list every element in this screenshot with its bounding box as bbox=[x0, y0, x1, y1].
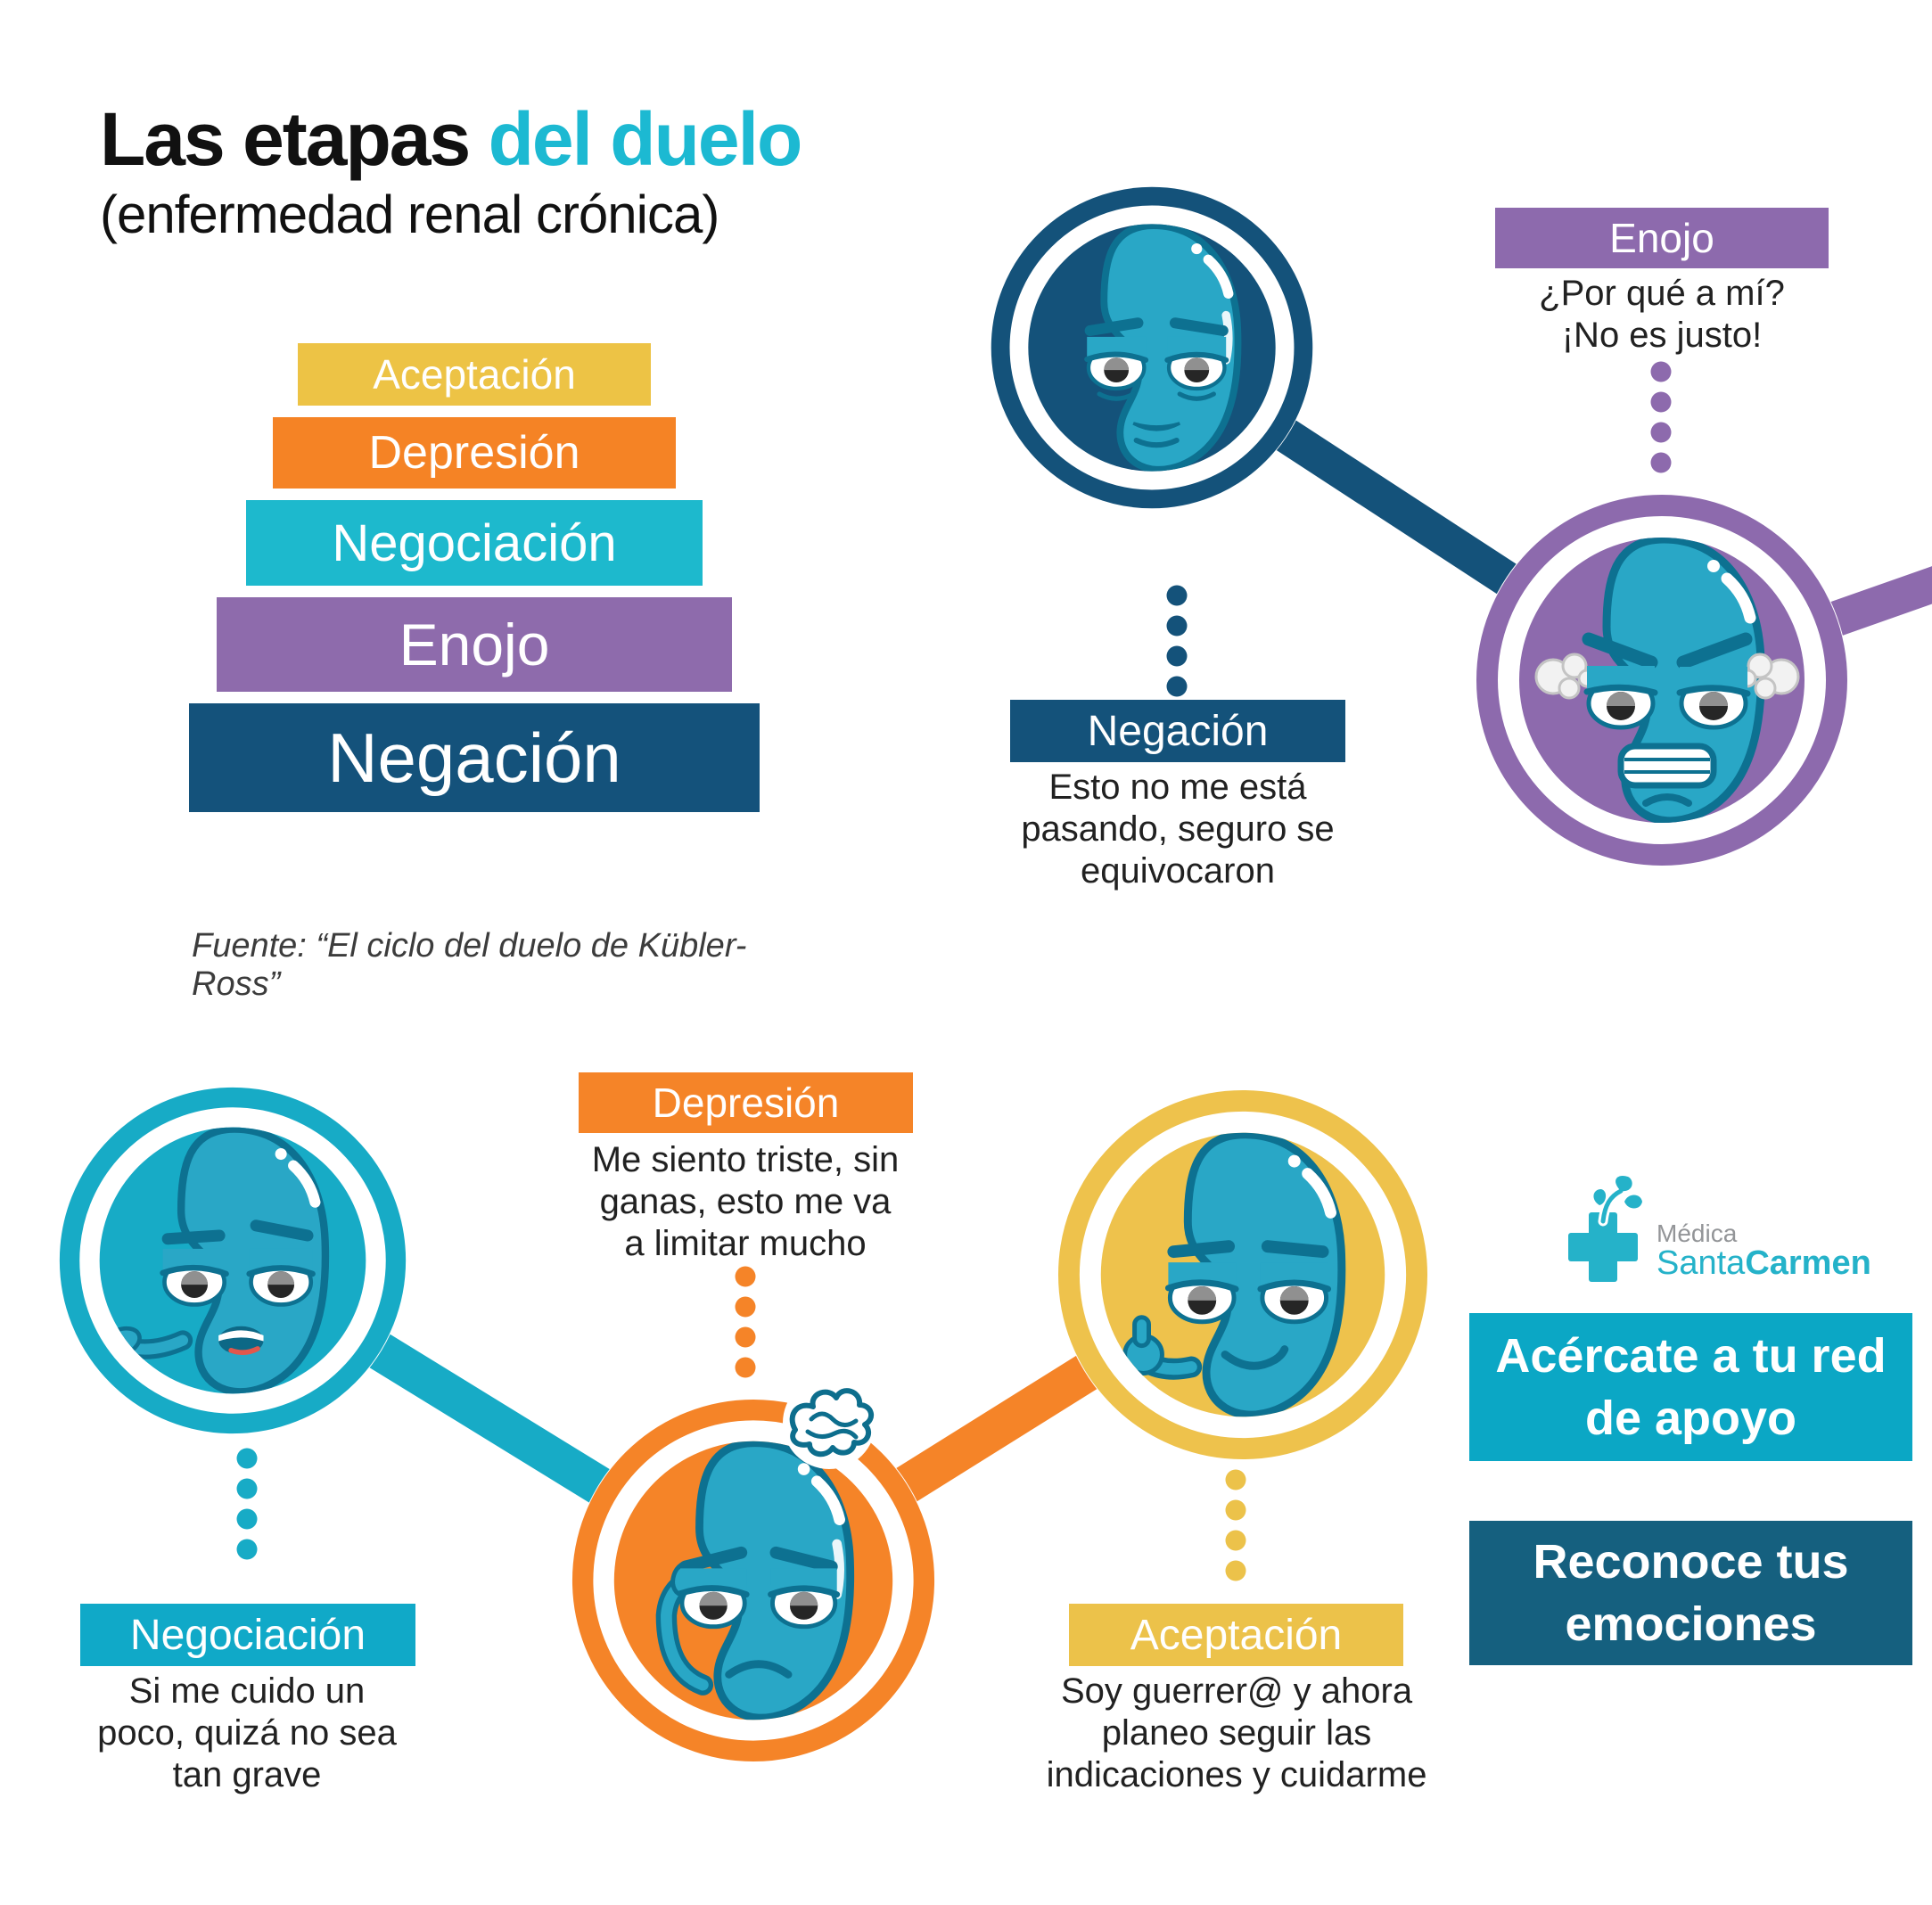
tangled-thoughts-icon bbox=[783, 1376, 876, 1469]
logo-line-medica: Médica bbox=[1657, 1219, 1738, 1247]
pyramid-bar-depresion: Depresión bbox=[273, 417, 676, 489]
banner-recognize-emotions: Reconoce tus emociones bbox=[1469, 1521, 1912, 1665]
kidney-character-angry bbox=[1534, 538, 1800, 823]
logo-carmen: Carmen bbox=[1745, 1244, 1871, 1283]
kidney-character-sad bbox=[655, 1441, 855, 1720]
stage-circle-aceptacion bbox=[1056, 1088, 1429, 1461]
title-black-part: Las etapas bbox=[100, 97, 489, 181]
stage-label-negacion: Negación bbox=[1010, 700, 1345, 762]
stage-quote-depresion: Me siento triste, sin ganas, esto me va … bbox=[591, 1140, 900, 1264]
pyramid-bar-label: Depresión bbox=[368, 427, 580, 479]
stage-label-text: Enojo bbox=[1609, 215, 1714, 261]
logo-line-santacarmen: SantaCarmen bbox=[1657, 1244, 1871, 1283]
banner-text: Acércate a tu red de apoyo bbox=[1495, 1328, 1887, 1445]
pyramid-bar-enojo: Enojo bbox=[217, 597, 732, 692]
stage-label-negociacion: Negociación bbox=[80, 1604, 415, 1666]
pyramid-bar-negacion: Negación bbox=[189, 703, 760, 812]
header: Las etapas del duelo (enfermedad renal c… bbox=[100, 100, 974, 245]
page-title: Las etapas del duelo bbox=[100, 100, 974, 178]
stage-circle-negociacion bbox=[58, 1086, 407, 1435]
stage-quote-aceptacion: Soy guerrer@ y ahora planeo seguir las i… bbox=[1046, 1671, 1427, 1795]
stage-label-aceptacion: Aceptación bbox=[1069, 1604, 1403, 1666]
medical-cross-sprout-icon bbox=[1568, 1175, 1642, 1282]
grief-stages-pyramid: Aceptación Depresión Negociación Enojo N… bbox=[189, 343, 760, 824]
kidney-character-tired bbox=[1084, 224, 1242, 472]
stage-label-depresion: Depresión bbox=[579, 1072, 913, 1133]
stage-label-text: Aceptación bbox=[1130, 1611, 1343, 1659]
page-subtitle: (enfermedad renal crónica) bbox=[100, 185, 719, 245]
stage-label-text: Negación bbox=[1087, 707, 1269, 755]
pyramid-bar-label: Negación bbox=[327, 718, 621, 797]
stage-label-text: Negociación bbox=[129, 1611, 366, 1659]
pyramid-bar-label: Negociación bbox=[332, 513, 617, 572]
medica-santa-carmen-logo: Médica SantaCarmen bbox=[1562, 1152, 1883, 1285]
banner-text: Reconoce tus emociones bbox=[1533, 1534, 1849, 1651]
stage-circle-enojo bbox=[1476, 494, 1848, 866]
stage-quote-enojo: ¿Por qué a mí? ¡No es justo! bbox=[1539, 274, 1785, 356]
stage-label-text: Depresión bbox=[652, 1080, 840, 1126]
stage-quote-negacion: Esto no me está pasando, seguro se equiv… bbox=[1021, 768, 1335, 891]
title-accent-part: del duelo bbox=[488, 97, 803, 181]
stage-circle-depresion bbox=[571, 1398, 936, 1763]
pyramid-bar-negociacion: Negociación bbox=[246, 500, 703, 586]
source-note: Fuente: “El ciclo del duelo de Kübler-Ro… bbox=[192, 927, 747, 1003]
kidney-character-bargaining bbox=[101, 1127, 330, 1394]
kidney-character-accepting bbox=[1122, 1132, 1346, 1417]
logo-santa: Santa bbox=[1657, 1244, 1746, 1283]
pyramid-bar-label: Enojo bbox=[399, 612, 550, 677]
stage-quote-negociacion: Si me cuido un poco, quizá no sea tan gr… bbox=[97, 1671, 397, 1795]
stage-circle-negacion bbox=[990, 185, 1314, 510]
banner-support-network: Acércate a tu red de apoyo bbox=[1469, 1313, 1912, 1461]
pyramid-bar-aceptacion: Aceptación bbox=[298, 343, 651, 406]
pyramid-bar-label: Aceptación bbox=[373, 351, 576, 398]
stage-label-enojo: Enojo bbox=[1495, 208, 1829, 268]
logo-wordmark: Médica SantaCarmen bbox=[1657, 1219, 1871, 1285]
